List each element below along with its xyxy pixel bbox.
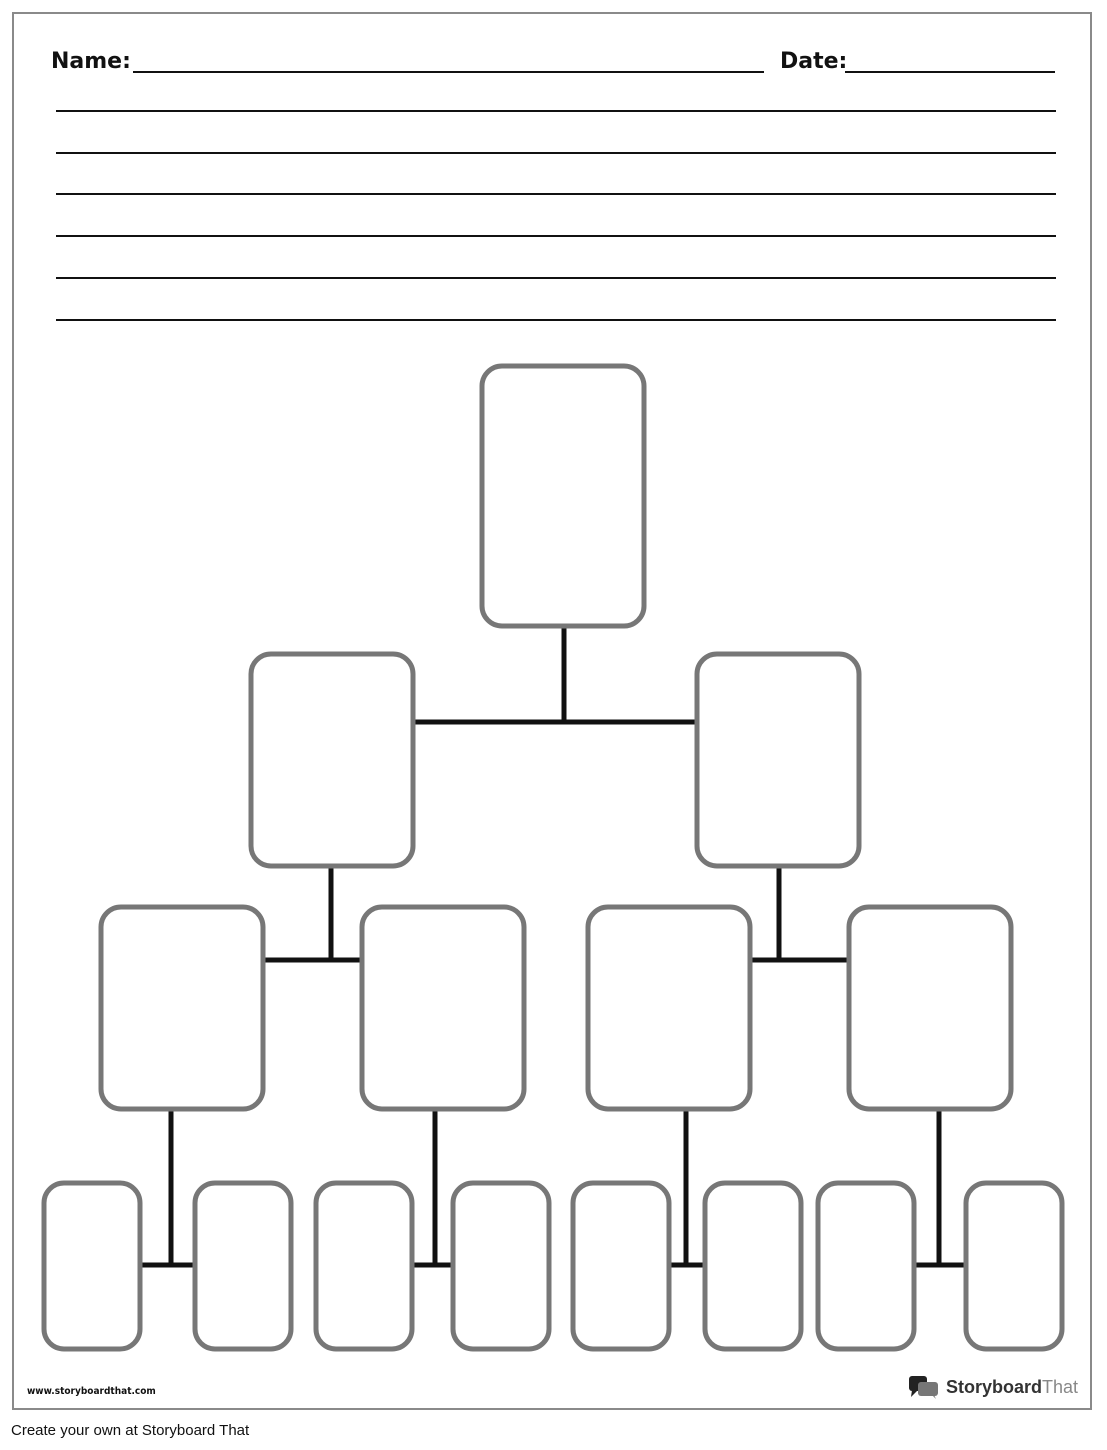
- website-url[interactable]: www.storyboardthat.com: [27, 1386, 156, 1397]
- tree-boxes: [41, 363, 1065, 1352]
- date-blank-line[interactable]: [845, 71, 1055, 73]
- level2-box-left[interactable]: [248, 651, 416, 869]
- tree-connectors: [140, 626, 966, 1268]
- writing-line[interactable]: [56, 235, 1056, 238]
- level4-box-2[interactable]: [192, 1180, 294, 1352]
- level4-box-8[interactable]: [963, 1180, 1065, 1352]
- level4-box-5[interactable]: [570, 1180, 672, 1352]
- top-box[interactable]: [479, 363, 647, 629]
- writing-line[interactable]: [56, 151, 1056, 154]
- level4-box-4[interactable]: [450, 1180, 552, 1352]
- level3-box-4[interactable]: [846, 904, 1014, 1112]
- level3-box-3[interactable]: [585, 904, 753, 1112]
- speech-bubbles-icon: [909, 1376, 938, 1399]
- level3-box-1[interactable]: [98, 904, 266, 1112]
- writing-line[interactable]: [56, 110, 1056, 112]
- level4-box-7[interactable]: [815, 1180, 917, 1352]
- logo-word-storyboard: Storyboard: [946, 1376, 1043, 1397]
- storyboardthat-logo[interactable]: StoryboardThat: [908, 1373, 1078, 1401]
- level2-box-right[interactable]: [694, 651, 862, 869]
- name-label: Name:: [51, 49, 131, 74]
- level4-box-6[interactable]: [702, 1180, 804, 1352]
- logo-word-that: That: [1042, 1376, 1079, 1397]
- name-blank-line[interactable]: [133, 71, 764, 73]
- writing-line[interactable]: [56, 318, 1056, 321]
- level4-box-3[interactable]: [313, 1180, 415, 1352]
- writing-line[interactable]: [56, 276, 1056, 279]
- worksheet-page: [12, 12, 1092, 1410]
- writing-line[interactable]: [56, 193, 1056, 196]
- footer-credit[interactable]: Create your own at Storyboard That: [11, 1422, 250, 1439]
- level3-box-2[interactable]: [359, 904, 527, 1112]
- date-label: Date:: [780, 49, 848, 74]
- level4-box-1[interactable]: [41, 1180, 143, 1352]
